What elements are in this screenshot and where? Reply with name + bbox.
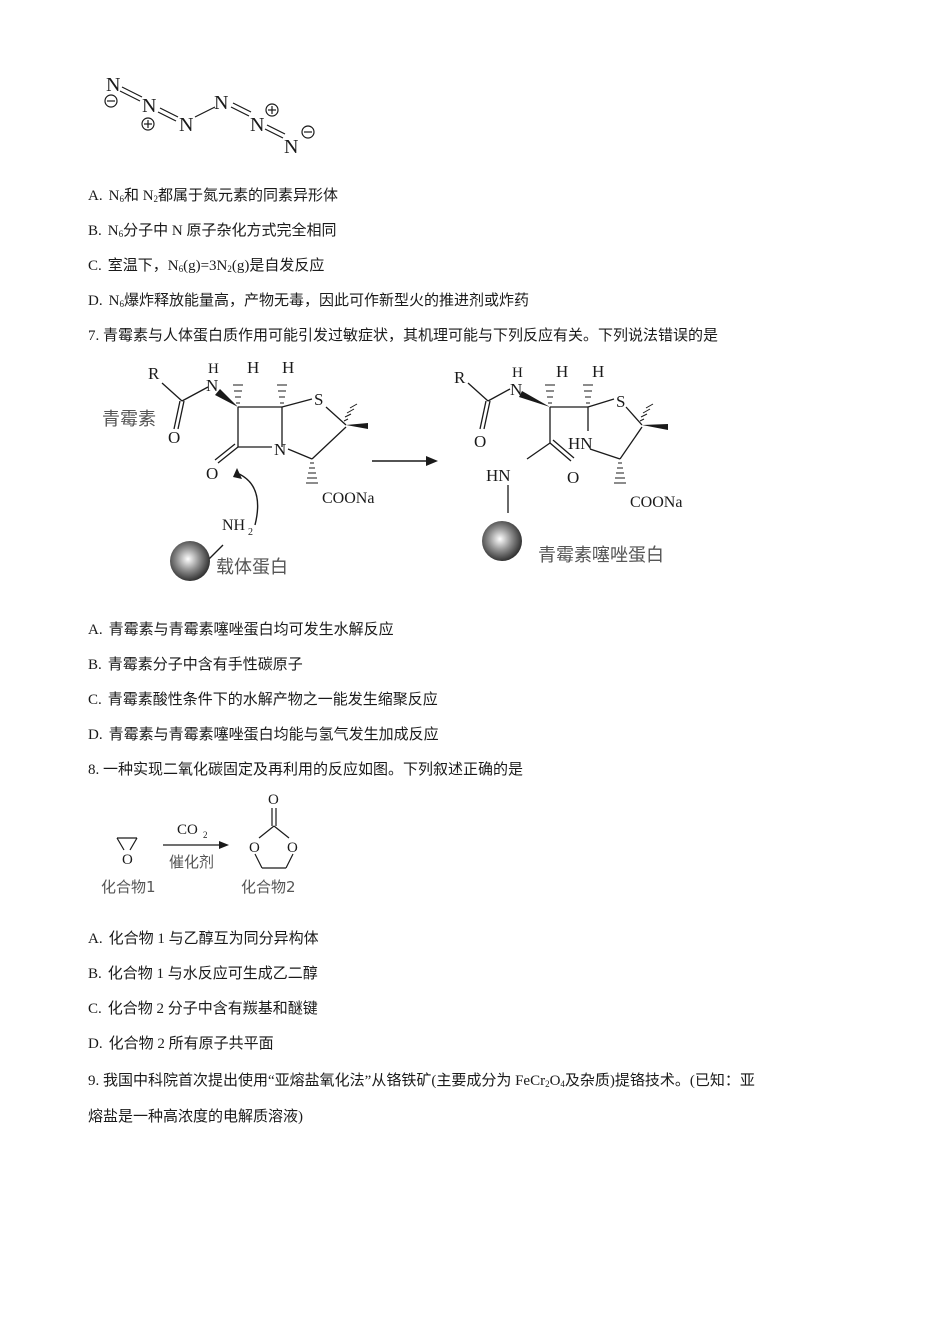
product-label: 青霉素噻唑蛋白 <box>538 545 664 566</box>
svg-text:N: N <box>206 376 218 395</box>
svg-text:N: N <box>142 95 156 117</box>
svg-text:N: N <box>274 440 286 459</box>
q6-option-c: C.室温下，N6(g)=3N2(g)是自发反应 <box>88 258 325 274</box>
co2-fixation-figure: O CO 2 催化剂 O O O 化合物1 化合物2 <box>101 792 298 896</box>
q9-stem-line1: 9. 我国中科院首次提出使用“亚熔盐氧化法”从铬铁矿(主要成分为 FeCr2O4… <box>88 1073 755 1089</box>
atom-n: N <box>106 74 120 96</box>
svg-text:N: N <box>214 92 228 114</box>
carrier-protein-ball <box>170 541 210 581</box>
reaction-arrow-icon <box>219 841 229 849</box>
compound2-label: 化合物2 <box>241 878 296 896</box>
q7-option-c: C.青霉素酸性条件下的水解产物之一能发生缩聚反应 <box>88 692 438 708</box>
penicillin-reaction-figure: R H N O H H S N O COONa NH 2 青霉素 载体蛋白 R … <box>102 358 682 581</box>
protein-ball <box>482 521 522 561</box>
svg-text:H: H <box>592 362 604 381</box>
svg-text:COONa: COONa <box>322 490 374 507</box>
svg-text:R: R <box>454 368 466 387</box>
svg-text:S: S <box>616 392 625 411</box>
svg-text:S: S <box>314 390 323 409</box>
catalyst-label: 催化剂 <box>169 853 214 871</box>
svg-text:N: N <box>250 114 264 136</box>
svg-text:HN: HN <box>568 434 593 453</box>
svg-text:H: H <box>282 358 294 377</box>
q7-stem: 7. 青霉素与人体蛋白质作用可能引发过敏症状，其机理可能与下列反应有关。下列说法… <box>88 328 719 344</box>
svg-text:N: N <box>510 380 522 399</box>
q6-option-a: A.N6和 N2都属于氮元素的同素异形体 <box>88 188 339 204</box>
q8-stem: 8. 一种实现二氧化碳固定及再利用的反应如图。下列叙述正确的是 <box>88 762 524 778</box>
svg-text:HN: HN <box>486 466 511 485</box>
q8-option-d: D.化合物 2 所有原子共平面 <box>88 1036 274 1052</box>
q9-stem-line2: 熔盐是一种高浓度的电解质溶液) <box>88 1109 303 1125</box>
q8-option-b: B.化合物 1 与水反应可生成乙二醇 <box>88 966 318 982</box>
svg-text:R: R <box>148 364 160 383</box>
svg-text:O: O <box>567 468 579 487</box>
reaction-arrow-icon <box>426 456 438 466</box>
svg-text:N: N <box>179 114 193 136</box>
q6-option-b: B.N6分子中 N 原子杂化方式完全相同 <box>88 223 337 239</box>
svg-text:COONa: COONa <box>630 494 682 511</box>
svg-text:O: O <box>268 792 279 808</box>
svg-text:2: 2 <box>203 830 208 840</box>
svg-text:O: O <box>122 852 133 868</box>
carrier-protein-label: 载体蛋白 <box>216 557 288 578</box>
q7-option-b: B.青霉素分子中含有手性碳原子 <box>88 657 303 673</box>
svg-text:NH: NH <box>222 517 246 534</box>
svg-text:O: O <box>206 464 218 483</box>
svg-text:H: H <box>247 358 259 377</box>
svg-text:2: 2 <box>248 527 253 538</box>
penicillin-label: 青霉素 <box>102 409 156 430</box>
svg-text:O: O <box>474 432 486 451</box>
svg-text:H: H <box>556 362 568 381</box>
svg-text:H: H <box>512 365 523 381</box>
svg-text:CO: CO <box>177 822 198 838</box>
q8-option-c: C.化合物 2 分子中含有羰基和醚键 <box>88 1001 318 1017</box>
q7-option-d: D.青霉素与青霉素噻唑蛋白均能与氢气发生加成反应 <box>88 727 439 743</box>
compound1-label: 化合物1 <box>101 878 156 896</box>
svg-text:H: H <box>208 361 219 377</box>
q7-option-a: A.青霉素与青霉素噻唑蛋白均可发生水解反应 <box>88 622 394 638</box>
svg-text:O: O <box>168 428 180 447</box>
svg-text:N: N <box>284 136 298 158</box>
q6-option-d: D.N6爆炸释放能量高，产物无毒，因此可作新型火的推进剂或炸药 <box>88 293 529 309</box>
q8-option-a: A.化合物 1 与乙醇互为同分异构体 <box>88 931 319 947</box>
svg-text:O: O <box>287 840 298 856</box>
n6-structure-figure: N N N N N N <box>104 74 315 158</box>
svg-text:O: O <box>249 840 260 856</box>
